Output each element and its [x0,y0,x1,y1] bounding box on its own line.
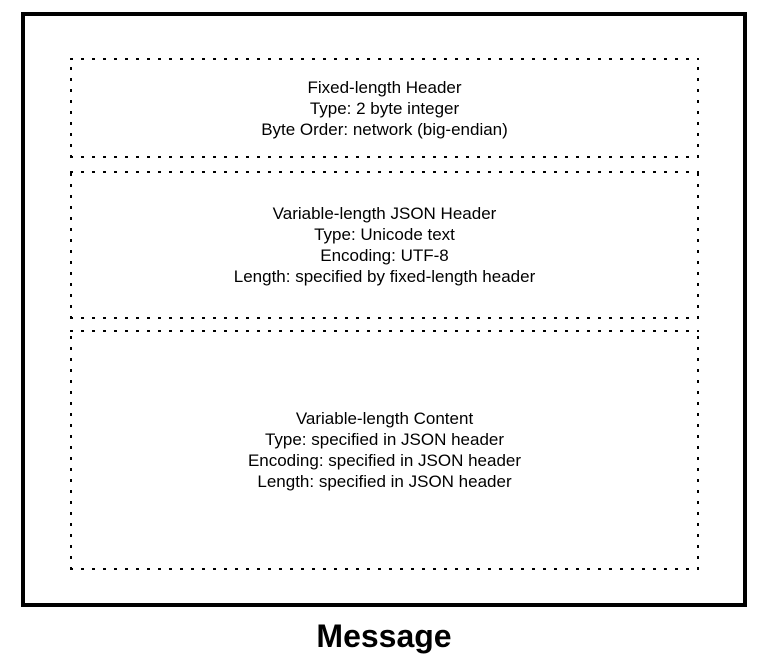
section-line: Type: Unicode text [314,225,455,244]
section-line: Encoding: UTF-8 [320,246,449,265]
section-line: Type: 2 byte integer [309,98,460,118]
section-fixed-length-header: Fixed-length Header Type: 2 byte integer… [70,58,699,158]
message-outer-box: Fixed-length Header Type: 2 byte integer… [21,12,747,607]
section-line: Encoding: specified in JSON header [247,451,522,470]
section-line: Byte Order: network (big-endian) [261,119,508,139]
section-variable-length-content: Variable-length Content Type: specified … [70,330,699,570]
diagram-caption: Message [316,618,452,654]
section-title: Variable-length JSON Header [272,204,497,223]
section-line: Type: specified in JSON header [264,430,505,449]
section-title: Variable-length Content [295,409,474,428]
section-line: Length: specified in JSON header [257,472,512,491]
section-title: Fixed-length Header [307,77,462,97]
section-variable-length-json-header: Variable-length JSON Header Type: Unicod… [70,171,699,319]
section-line: Length: specified by fixed-length header [233,267,536,286]
